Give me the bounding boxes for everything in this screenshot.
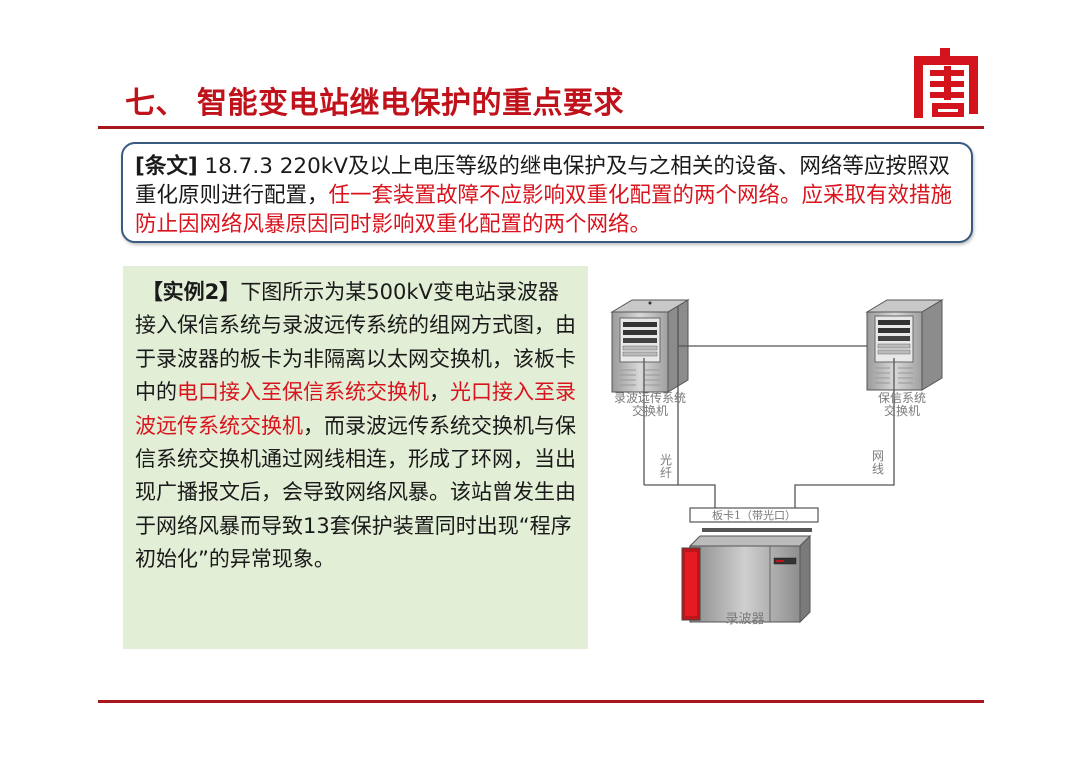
example-highlight-1: 电口接入至保信系统交换机 [177, 380, 429, 405]
clause-text: 220kV及以上电压等级的继电保护及与之相关的设备、网络等应按照双重化原则进行配… [135, 154, 950, 208]
clause-label: [条文] [135, 154, 198, 179]
wave-recorder-icon [681, 528, 812, 624]
fiber-label: 光 [659, 453, 672, 467]
title-divider [98, 126, 984, 129]
example-label: 【实例2】 [141, 280, 241, 304]
right-switch-icon [865, 299, 944, 391]
clause-number: 18.7.3 [197, 154, 280, 179]
cable-label: 网 [871, 449, 884, 463]
example-text-2: ，而录波远传系统交换机与保信系统交换机通过网线相连，形成了环网，当出现广播报文后… [135, 413, 576, 572]
left-switch-label: 录波远传系统 [613, 391, 686, 405]
network-diagram: 录波远传系统 交换机 保信系统 交换机 光 纤 网 线 板卡1（带光口） 录波器 [590, 290, 990, 630]
slide-title: 七、 智能变电站继电保护的重点要求 [125, 86, 624, 121]
recorder-label: 录波器 [725, 612, 765, 627]
example-box: 【实例2】下图所示为某500kV变电站录波器接入保信系统与录波远传系统的组网方式… [123, 266, 588, 649]
example-text-1: 下图所示为某500kV变电站录波器接入保信系统与录波远传系统的组网方式图，由于录… [135, 280, 576, 405]
fiber-label-2: 纤 [659, 466, 672, 480]
right-switch-label: 保信系统 [877, 391, 926, 405]
card-label: 板卡1（带光口） [712, 509, 796, 522]
clause-text-highlight: 任一套装置故障不应影响双重化配置的两个网络。应采取有效措施防止因网络风暴原因同时… [135, 183, 953, 237]
cable-label-2: 线 [871, 462, 884, 476]
tang-logo-icon [910, 48, 982, 118]
clause-box: [条文] 18.7.3 220kV及以上电压等级的继电保护及与之相关的设备、网络… [121, 142, 973, 243]
left-switch-label-2: 交换机 [631, 404, 668, 418]
left-switch-icon [610, 299, 690, 393]
right-switch-label-2: 交换机 [883, 404, 920, 418]
example-sep: ， [429, 380, 450, 405]
example-highlight-2: 光口接入至录波远传系统交换机 [135, 380, 576, 438]
footer-divider [98, 700, 984, 703]
